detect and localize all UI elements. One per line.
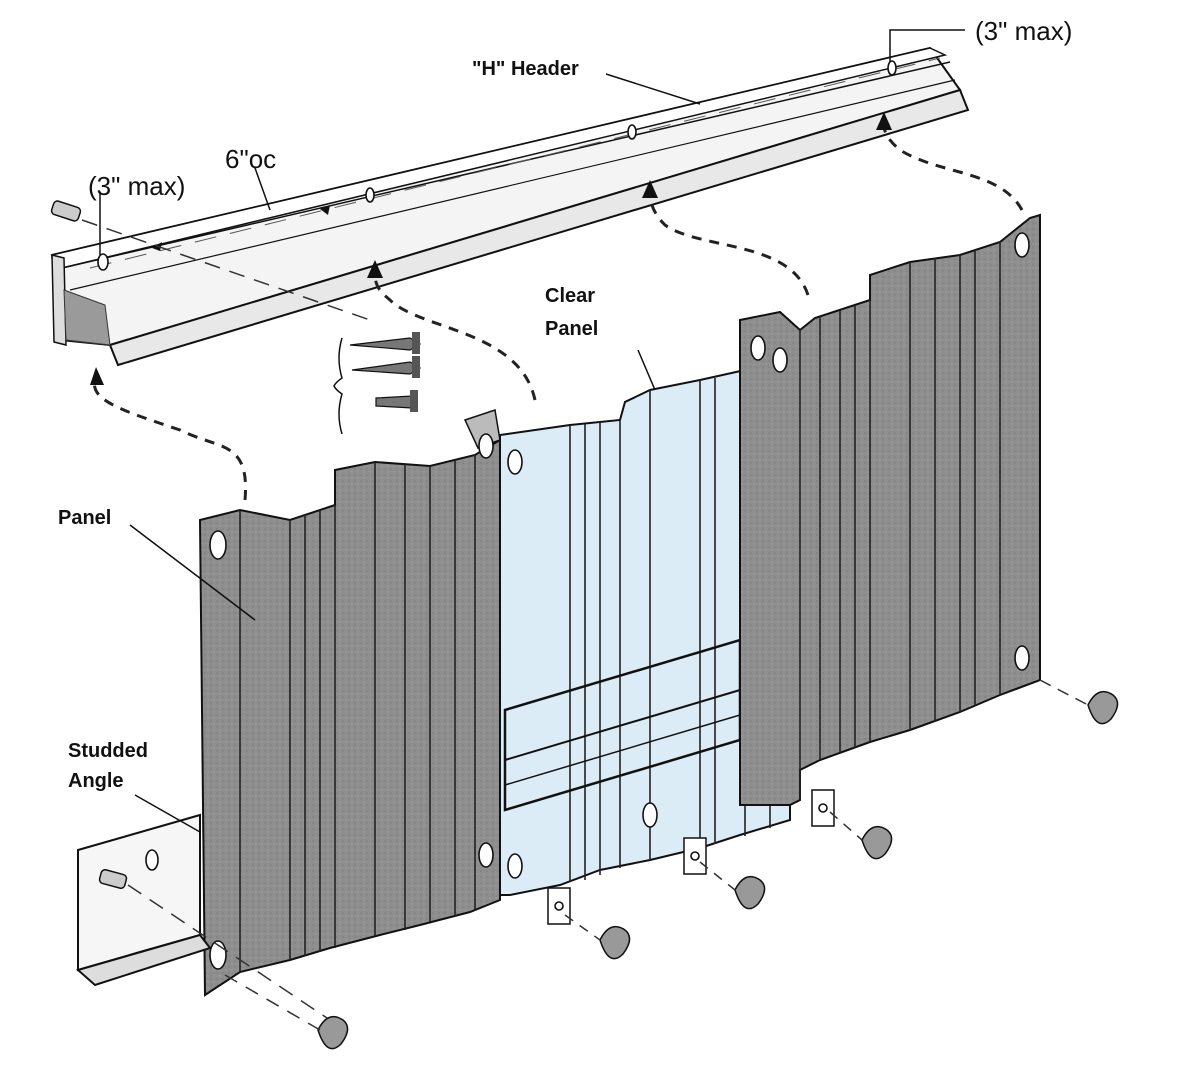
- keyhole-slot: [507, 449, 523, 475]
- h-header-rail: [50, 46, 970, 367]
- screws-icon: [333, 332, 422, 435]
- header-hole-1: [97, 253, 109, 271]
- leader-lines: [99, 29, 965, 833]
- max-dimension-left-label: (3" max): [88, 171, 185, 201]
- clear-panel-label-line2: Panel: [545, 318, 598, 340]
- keyhole-slot: [478, 433, 494, 459]
- studded-angle: [75, 813, 331, 1021]
- header-hole-2: [365, 187, 375, 203]
- left-panel: [198, 409, 501, 997]
- keyhole-slot: [1014, 232, 1030, 258]
- wing-nut-icon: [224, 679, 1119, 1050]
- panel-label: Panel: [58, 507, 111, 529]
- keyhole-slot: [507, 853, 523, 879]
- spacing-label: 6"oc: [225, 144, 276, 174]
- studded-angle-label-line2: Angle: [68, 770, 124, 792]
- clear-panel-label-line1: Clear: [545, 285, 595, 307]
- header-hole-3: [627, 124, 637, 140]
- keyhole-slot: [772, 347, 788, 373]
- keyhole-slot: [642, 802, 658, 828]
- install-arrows: [90, 112, 1024, 501]
- keyhole-slot: [750, 335, 766, 361]
- studded-angle-label-line1: Studded: [68, 740, 148, 762]
- keyhole-slot: [478, 842, 494, 868]
- keyhole-slot: [209, 530, 227, 560]
- header-hole-4: [887, 60, 897, 76]
- max-dimension-right-label: (3" max): [975, 16, 1072, 46]
- h-header-label: "H" Header: [472, 58, 579, 80]
- header-bolt: [50, 200, 371, 321]
- right-panel: [739, 213, 1041, 806]
- keyhole-slot: [1014, 645, 1030, 671]
